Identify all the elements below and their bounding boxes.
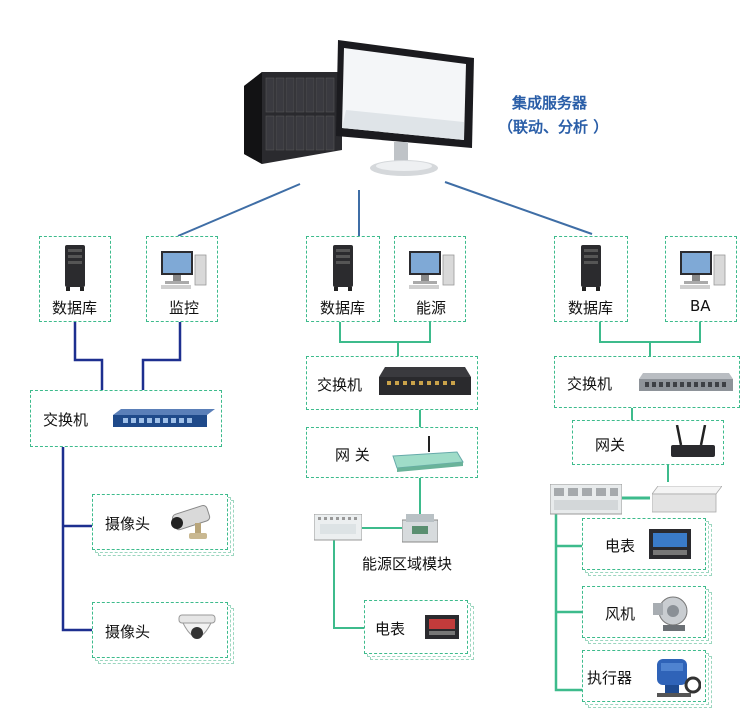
monitor-icon [334, 40, 476, 180]
desktop-pc-icon [161, 251, 207, 289]
energy-region-module-icon [402, 514, 438, 543]
middle-gateway-box[interactable]: 网 关 [306, 427, 478, 478]
left-switch-box[interactable]: 交换机 [30, 390, 222, 447]
left-monitor-label: 监控 [169, 299, 200, 317]
left-database-label: 数据库 [52, 299, 98, 317]
right-ba-label: BA [690, 297, 711, 315]
middle-database-label: 数据库 [320, 299, 366, 317]
middle-energy-label: 能源 [416, 299, 447, 317]
left-database-box[interactable]: 数据库 [39, 236, 111, 322]
right-meter-box[interactable]: 电表 [582, 518, 706, 570]
controller-module-icon [314, 514, 362, 541]
server-rack-icon [244, 72, 342, 164]
middle-switch-label: 交换机 [317, 376, 363, 394]
desktop-pc-icon [409, 251, 455, 289]
database-server-icon [65, 245, 85, 291]
left-camera1-label: 摄像头 [105, 515, 151, 533]
middle-energy-box[interactable]: 能源 [394, 236, 466, 322]
left-camera2-label: 摄像头 [105, 623, 151, 641]
right-database-box[interactable]: 数据库 [554, 236, 628, 322]
gateway-router-icon [671, 425, 715, 457]
valve-actuator-icon [657, 659, 701, 697]
right-database-label: 数据库 [568, 299, 614, 317]
controller-module-icon [550, 484, 622, 515]
database-server-icon [333, 245, 353, 291]
right-actuator-label: 执行器 [587, 669, 633, 687]
middle-database-box[interactable]: 数据库 [306, 236, 380, 322]
middle-module-label: 能源区域模块 [362, 555, 453, 573]
right-actuator-box[interactable]: 执行器 [582, 650, 706, 702]
server-title: 集成服务器 [512, 94, 588, 112]
right-ba-box[interactable]: BA [665, 236, 737, 322]
database-server-icon [581, 245, 601, 291]
electric-meter-icon [649, 529, 691, 559]
right-switch-box[interactable]: 交换机 [554, 356, 740, 408]
right-gateway-box[interactable]: 网关 [572, 420, 724, 465]
server-subtitle: （联动、分析 ） [498, 118, 609, 136]
left-switch-label: 交换机 [43, 411, 89, 429]
middle-switch-box[interactable]: 交换机 [306, 356, 478, 410]
gateway-router-icon [392, 436, 464, 472]
desktop-pc-icon [680, 251, 726, 289]
right-fan-box[interactable]: 风机 [582, 586, 706, 638]
right-meter-label: 电表 [605, 537, 636, 555]
dome-camera-icon [178, 614, 216, 639]
electric-meter-icon [425, 615, 459, 639]
right-fan-label: 风机 [605, 605, 636, 623]
network-switch-icon [113, 409, 215, 427]
middle-meter-label: 电表 [375, 620, 406, 638]
fan-blower-icon [653, 596, 688, 631]
network-switch-icon [639, 373, 733, 391]
bullet-camera-icon [171, 504, 211, 539]
left-camera1-box[interactable]: 摄像头 [92, 494, 228, 550]
right-switch-label: 交换机 [567, 375, 613, 393]
network-switch-icon [379, 367, 471, 395]
left-camera2-box[interactable]: 摄像头 [92, 602, 228, 658]
right-gateway-label: 网关 [595, 436, 626, 454]
left-monitor-box[interactable]: 监控 [146, 236, 218, 322]
io-module-icon [652, 486, 722, 513]
middle-gateway-label: 网 关 [335, 446, 370, 464]
middle-meter-box[interactable]: 电表 [364, 600, 468, 654]
